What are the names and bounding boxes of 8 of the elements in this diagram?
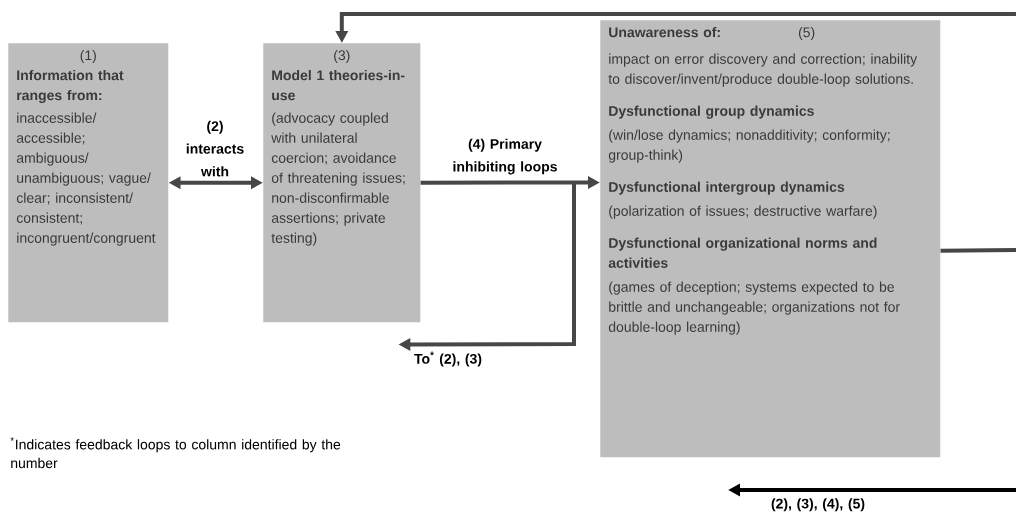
edge-label: To$^{*}$ (2), (3) (414, 351, 482, 367)
text-box: (3) Model 1 theories-in-use (advocacy coupled with unilateral coercion; avoidance of threatening issues; non-disconfirmable assertions; private testing) (263, 43, 421, 323)
feedback-label: (2), (3), (4), (5) (771, 498, 865, 512)
edge-label: (4) Primary inhibiting loops (453, 138, 557, 175)
footnote: $^{*}$Indicates feedback loops to column identified by the number (10, 437, 341, 469)
text-box: Unawareness of: (5) impact on error discovery and correction; inability to discover/invent/produce double-loop solutions. Dysfunctional group dynamics (win/lose dynamics; nonadditivity; conformity; group-think) Dysfunctional intergroup dynamics (polarization of issues; destructive warfare) Dysfunctional organizational norms and activities (games of deception; systems expected to be brittle and unchangeable; organizations not for double-loop learning) (600, 20, 941, 458)
edge-label: (2) interacts with (186, 120, 244, 177)
text-box: (1) Information that ranges from: inaccessible/accessible; ambiguous/unambiguous; vague/clear; inconsistent/consistent; incongruent/congruent (8, 43, 169, 323)
